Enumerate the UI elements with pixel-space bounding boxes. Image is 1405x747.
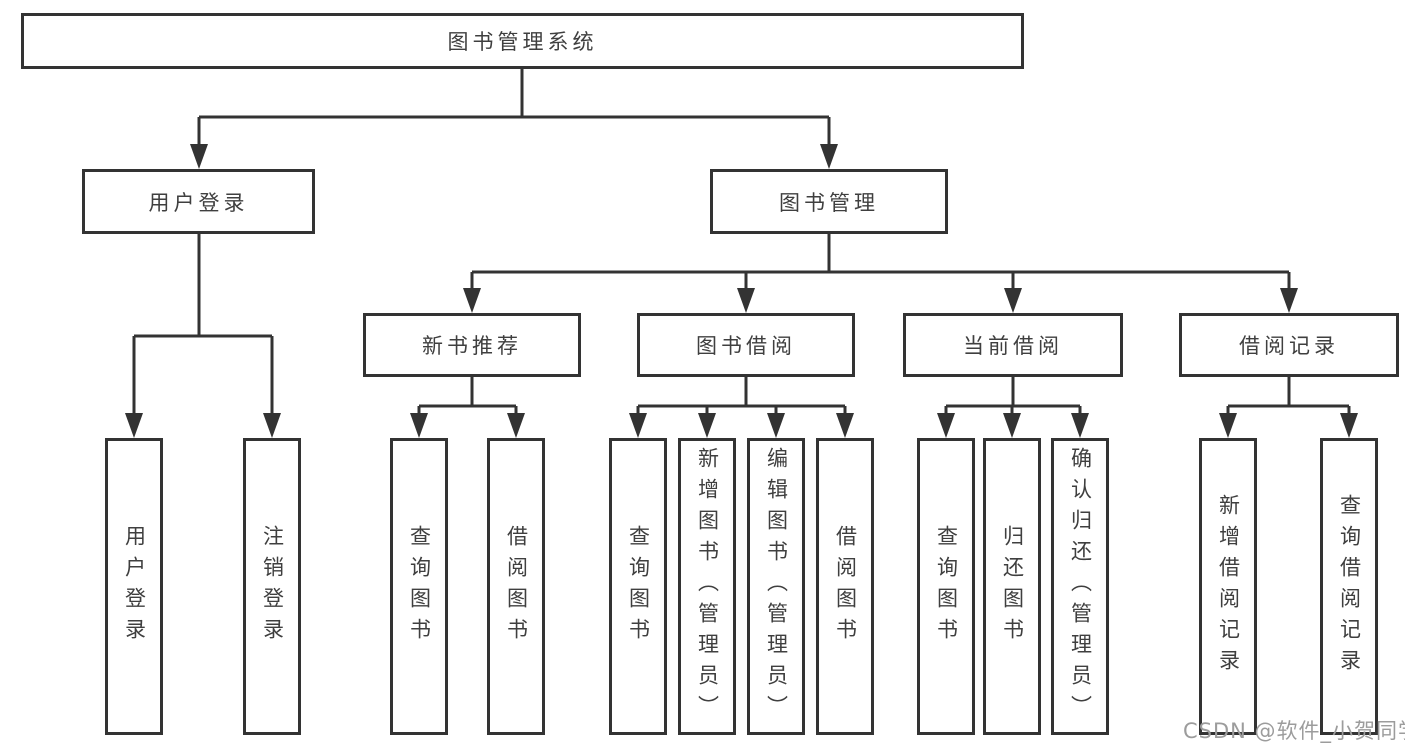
arrow-icon <box>836 413 854 438</box>
arrow-icon <box>263 413 281 438</box>
leaf-user-login: 用户登录 <box>105 438 163 735</box>
leaf-confirm-return-admin: 确认归还（管理员） <box>1051 438 1109 735</box>
arrow-icon <box>629 413 647 438</box>
leaf-query-borrow-record: 查询借阅记录 <box>1320 438 1378 735</box>
arrow-icon <box>463 288 481 313</box>
node-borrow-records: 借阅记录 <box>1179 313 1399 377</box>
csdn-watermark: CSDN @软件_小贺同学 <box>1183 719 1405 743</box>
node-book-borrowing: 图书借阅 <box>637 313 855 377</box>
leaf-borrow-books-recommend: 借阅图书 <box>487 438 545 735</box>
arrow-icon <box>937 413 955 438</box>
leaf-logout: 注销登录 <box>243 438 301 735</box>
leaf-add-borrow-record: 新增借阅记录 <box>1199 438 1257 735</box>
arrow-icon <box>190 144 208 169</box>
arrow-icon <box>698 413 716 438</box>
arrow-icon <box>1071 413 1089 438</box>
arrowheads <box>125 144 1358 438</box>
node-current-borrowing: 当前借阅 <box>903 313 1123 377</box>
leaf-add-books-admin: 新增图书（管理员） <box>678 438 736 735</box>
leaf-return-books: 归还图书 <box>983 438 1041 735</box>
leaf-query-books-borrowing: 查询图书 <box>609 438 667 735</box>
arrow-icon <box>767 413 785 438</box>
tree-edges <box>132 69 1351 418</box>
node-root: 图书管理系统 <box>21 13 1024 69</box>
node-user-login: 用户登录 <box>82 169 315 234</box>
arrow-icon <box>820 144 838 169</box>
arrow-icon <box>1219 413 1237 438</box>
arrow-icon <box>1004 288 1022 313</box>
node-new-book-recommend: 新书推荐 <box>363 313 581 377</box>
leaf-edit-books-admin: 编辑图书（管理员） <box>747 438 805 735</box>
arrow-icon <box>1340 413 1358 438</box>
arrow-icon <box>410 413 428 438</box>
leaf-query-books-recommend: 查询图书 <box>390 438 448 735</box>
arrow-icon <box>737 288 755 313</box>
arrow-icon <box>1280 288 1298 313</box>
arrow-icon <box>1003 413 1021 438</box>
leaf-query-books-current: 查询图书 <box>917 438 975 735</box>
leaf-borrow-books-borrowing: 借阅图书 <box>816 438 874 735</box>
node-book-management: 图书管理 <box>710 169 948 234</box>
arrow-icon <box>507 413 525 438</box>
arrow-icon <box>125 413 143 438</box>
